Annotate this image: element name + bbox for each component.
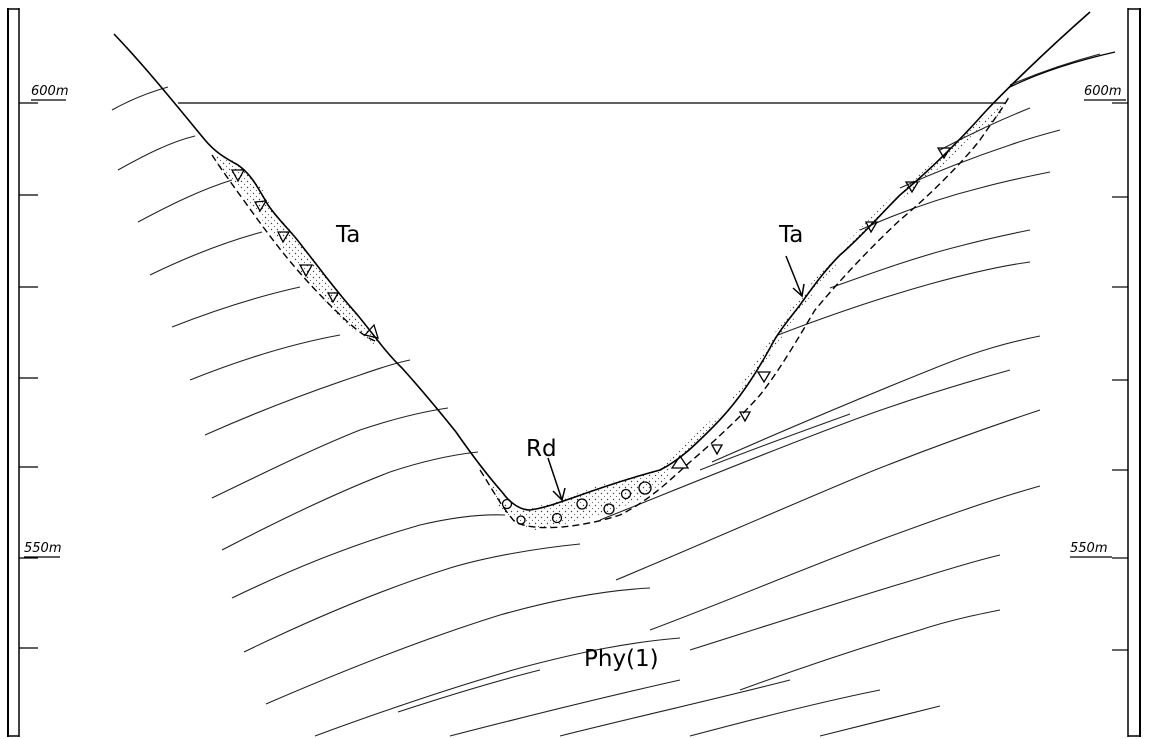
- right-scale-label-550: 550m: [1070, 541, 1107, 556]
- left-elevation-scale: [7, 8, 38, 737]
- ta-arrow: [785, 255, 805, 298]
- right-elevation-scale: [1112, 8, 1141, 737]
- riverbed-pebbles: [501, 481, 652, 525]
- talus-deposit-left: [212, 155, 378, 345]
- left-scale-label-600: 600m: [31, 84, 68, 99]
- upper-right-slope-break: [1007, 51, 1116, 89]
- label-rd: Rd: [526, 436, 557, 462]
- talus-deposit-right: [660, 95, 1010, 470]
- rd-arrow: [547, 457, 566, 502]
- right-scale-label-600: 600m: [1084, 84, 1121, 99]
- bedding-lines: [111, 53, 1101, 737]
- riverbed-deposit: [488, 465, 675, 530]
- label-ta-left: Ta: [335, 222, 360, 248]
- ground-surface-profile: [113, 11, 1091, 511]
- label-phy: Phy(1): [584, 646, 659, 672]
- talus-clasts: [230, 147, 952, 469]
- left-scale-label-550: 550m: [24, 541, 61, 556]
- deposit-boundaries: [211, 94, 1011, 529]
- label-ta-right: Ta: [778, 222, 803, 248]
